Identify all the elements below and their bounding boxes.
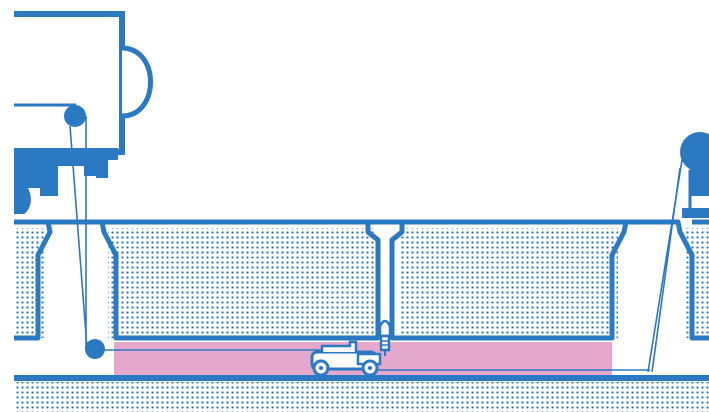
inspection-cable bbox=[69, 116, 330, 351]
lateral-pipe bbox=[381, 236, 389, 336]
cable-reel bbox=[64, 105, 86, 127]
inspection-truck bbox=[14, 11, 153, 214]
winch-cable bbox=[378, 159, 683, 373]
inspection-crawler bbox=[310, 340, 382, 377]
ground-soil bbox=[14, 228, 709, 412]
surface-and-shafts bbox=[14, 219, 709, 341]
camera-head bbox=[378, 319, 392, 356]
bottom-pulley bbox=[85, 339, 105, 359]
right-winch bbox=[680, 132, 709, 218]
